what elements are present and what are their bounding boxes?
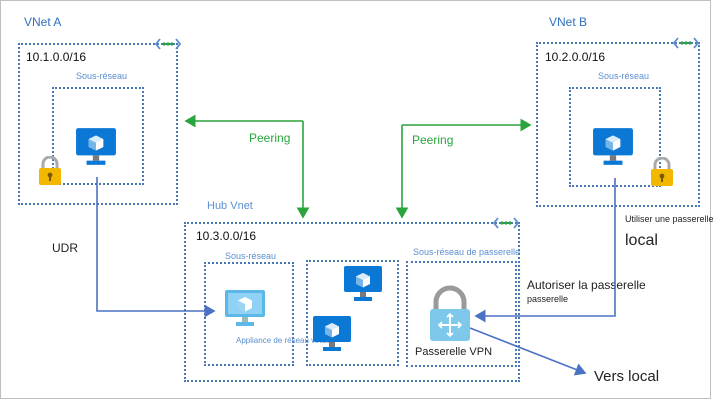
to-onprem-label: Vers local — [594, 368, 660, 385]
gateway-transit-arrow — [474, 178, 616, 323]
vpn-gateway-label: Passerelle VPN — [415, 346, 493, 358]
vnet-a-subnet-label: Sous-réseau — [76, 71, 128, 81]
hub-subnet-label: Sous-réseau — [225, 251, 277, 261]
hub-vm-subnet-box — [306, 260, 399, 366]
vnet-b-vm-icon — [593, 128, 633, 165]
use-remote-gateway-line2: local — [625, 232, 658, 249]
peering-left-label: Peering — [249, 131, 291, 145]
allow-gateway-line2: passerelle — [527, 294, 569, 304]
vnet-a-box — [18, 43, 178, 205]
allow-gateway-line1: Autoriser la passerelle — [527, 278, 646, 292]
peering-right-label: Peering — [412, 133, 454, 147]
appliance-label: Appliance de réseau virtuel — [236, 336, 333, 345]
gateway-subnet-box — [406, 261, 517, 367]
vnet-a-cidr: 10.1.0.0/16 — [26, 50, 87, 64]
hub-vnet-title: Hub Vnet — [207, 200, 253, 212]
vnet-a-vm-icon — [76, 128, 116, 165]
vnet-b-badge-icon — [673, 37, 699, 49]
to-onprem-arrow — [469, 327, 587, 376]
udr-label: UDR — [52, 241, 78, 255]
vnet-b-title: VNet B — [549, 15, 588, 29]
gateway-subnet-label: Sous-réseau de passerelle — [413, 247, 521, 257]
hub-vm-1-icon — [344, 266, 382, 301]
hub-vm-2-icon — [313, 316, 351, 351]
vnet-a-subnet-box — [52, 87, 144, 185]
vnet-b-subnet-label: Sous-réseau — [598, 71, 650, 81]
use-remote-gateway-line1: Utiliser une passerelle — [625, 214, 713, 224]
udr-route-arrow — [96, 177, 216, 318]
vnet-b-box — [536, 42, 700, 207]
vnet-b-cidr: 10.2.0.0/16 — [545, 50, 606, 64]
vnet-a-badge-icon — [155, 38, 181, 50]
vnet-a-title: VNet A — [24, 15, 62, 29]
hub-vnet-box — [184, 222, 520, 382]
vnet-a-lock-icon — [38, 156, 62, 186]
hub-vnet-cidr: 10.3.0.0/16 — [196, 229, 257, 243]
vnet-b-lock-icon — [650, 157, 674, 187]
hub-vnet-badge-icon — [493, 217, 519, 229]
vpn-gateway-icon — [430, 285, 470, 341]
appliance-icon — [225, 290, 265, 326]
